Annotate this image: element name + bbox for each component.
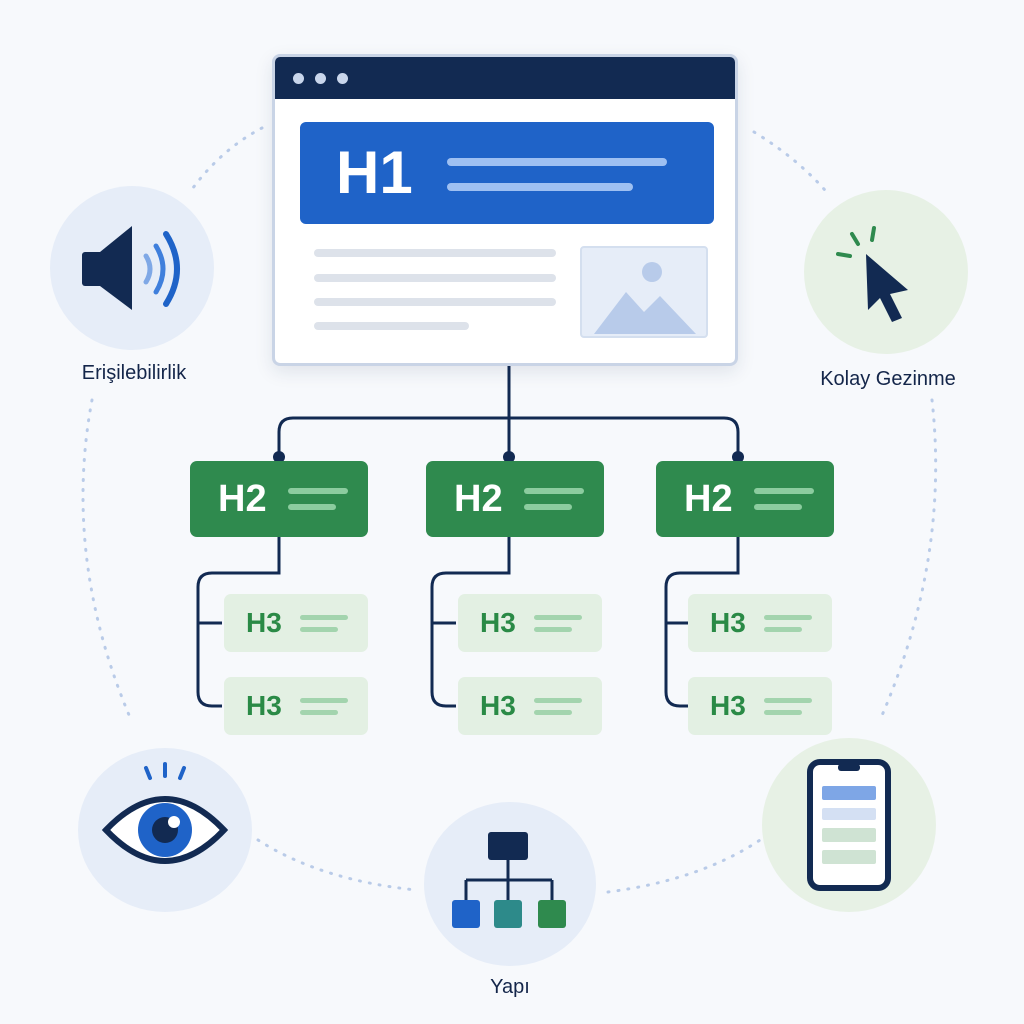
h3-text-line [534,627,572,632]
navigation-feature-circle [804,190,968,354]
cursor-click-icon [836,226,908,322]
window-dot [293,73,304,84]
browser-title-bar [275,57,735,99]
feature-label-accessibility: Erişilebilirlik [81,362,187,384]
h2-label: H2 [454,478,503,520]
h3-heading-block: H3 [688,677,832,735]
h3-label: H3 [710,690,746,721]
browser-window: H1 [272,54,738,366]
feature-label-navigation: Kolay Gezinme [820,368,956,390]
h1-heading-block: H1 [300,122,714,224]
hierarchy-icon [452,832,566,928]
h2-text-line [524,504,572,510]
paragraph-line [314,274,556,282]
connector-node [732,451,744,463]
window-dot [337,73,348,84]
h2-to-h3-connector [196,537,740,708]
mobile-feature-circle [762,738,936,912]
h2-heading-block: H2 [426,461,604,537]
h3-heading-block: H3 [458,594,602,652]
window-dot [315,73,326,84]
dotted-ring-arc [606,838,762,894]
h3-text-line [764,710,802,715]
h3-text-line [300,710,338,715]
h2-text-line [288,488,348,494]
h3-text-line [300,698,348,703]
speaker-icon [82,226,180,310]
connector-node [503,451,515,463]
feature-label-structure: Yapı [490,976,530,998]
h3-text-line [764,615,812,620]
h1-to-h2-connector [277,366,740,458]
paragraph-line [314,322,469,330]
dotted-ring-arc [878,398,938,722]
h3-text-line [534,698,582,703]
h2-label: H2 [218,478,267,520]
h3-label: H3 [246,607,282,638]
h3-text-line [534,710,572,715]
accessibility-feature-circle [50,186,214,350]
paragraph-line [314,249,556,257]
h3-heading-block: H3 [224,677,368,735]
h3-label: H3 [710,607,746,638]
h2-heading-block: H2 [190,461,368,537]
structure-feature-circle [424,802,596,966]
h3-label: H3 [246,690,282,721]
h2-label: H2 [684,478,733,520]
h1-label: H1 [336,139,413,206]
h3-heading-block: H3 [688,594,832,652]
mobile-phone-icon [807,759,891,891]
h1-text-line [447,158,667,166]
h2-text-line [524,488,584,494]
dotted-ring-arc [81,398,134,724]
h3-text-line [534,615,582,620]
dotted-ring-arc [256,838,418,892]
visibility-feature-circle [78,748,252,912]
h1-text-line [447,183,633,191]
h2-text-line [754,504,802,510]
eye-icon [101,762,229,864]
h3-label: H3 [480,607,516,638]
dotted-ring-arc [188,126,264,194]
image-placeholder-icon [580,246,708,338]
h3-text-line [764,627,802,632]
h2-text-line [288,504,336,510]
h3-heading-block: H3 [458,677,602,735]
h2-text-line [754,488,814,494]
h3-text-line [764,698,812,703]
h3-heading-block: H3 [224,594,368,652]
h3-label: H3 [480,690,516,721]
h2-heading-block: H2 [656,461,834,537]
h3-text-line [300,615,348,620]
h3-text-line [300,627,338,632]
paragraph-line [314,298,556,306]
connector-node [273,451,285,463]
dotted-ring-arc [752,130,832,198]
